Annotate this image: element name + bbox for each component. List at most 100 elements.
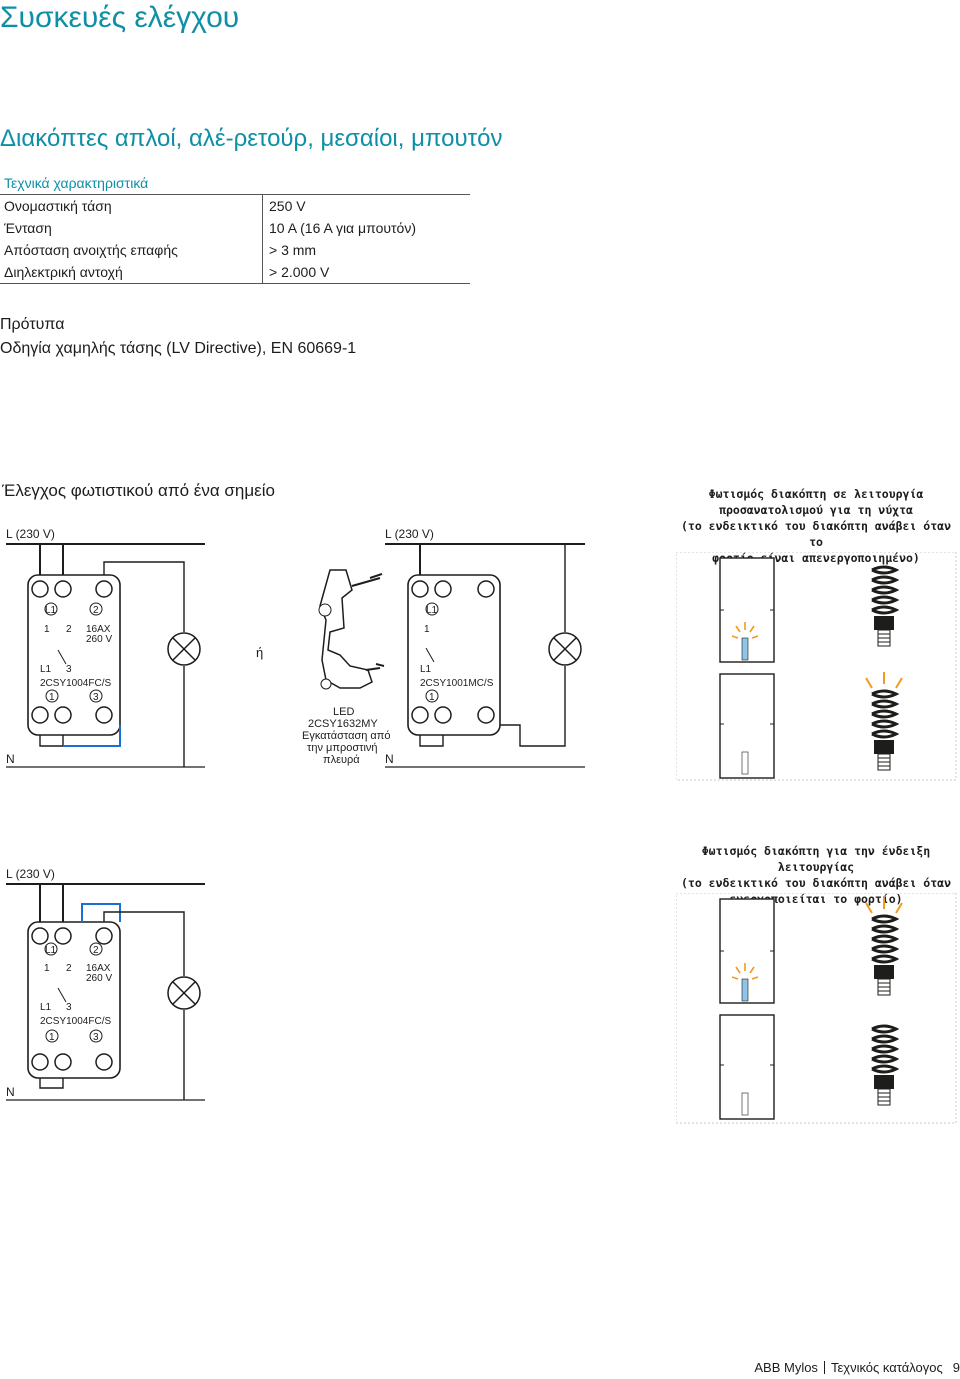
- night-mode-heading: Φωτισμός διακόπτη σε λειτουργία προσανατ…: [676, 486, 956, 566]
- section-title: Διακόπτες απλοί, αλέ-ρετούρ, μεσαίοι, μπ…: [0, 125, 503, 152]
- wire-blue: [63, 725, 121, 747]
- supply-label: L (230 V): [6, 527, 55, 541]
- terminal-label: L1: [45, 605, 57, 616]
- spec-label: Απόσταση ανοιχτής επαφής: [4, 242, 178, 258]
- heading-line: προσανατολισμού για τη νύχτα: [719, 503, 913, 517]
- standards-label: Πρότυπα: [0, 316, 65, 333]
- page-title: Συσκευές ελέγχου: [0, 1, 240, 34]
- wire-bridge: [419, 735, 444, 747]
- wiring-diagram-2: L (230 V) N L1 2 1 2 16AX 260 V L1 3 2CS…: [6, 867, 205, 1101]
- glow-rays: [731, 622, 759, 639]
- heading-line: Φωτισμός διακόπτη για την ένδειξη λειτου…: [701, 844, 931, 874]
- specs-header-row: Τεχνικά χαρακτηριστικά: [0, 172, 470, 195]
- spec-value: 250 V: [262, 194, 470, 217]
- terminal-label: 2: [66, 963, 72, 974]
- spec-label: Ένταση: [4, 220, 52, 236]
- wire-bridge: [39, 1078, 64, 1089]
- wire-load: [103, 561, 185, 632]
- lamp-symbol: [167, 976, 201, 1010]
- terminal-label: L1: [40, 1002, 52, 1013]
- indication-mode-illustration: [676, 893, 957, 1124]
- terminal-label: 3: [66, 664, 72, 675]
- led-note: την μπροστινή: [307, 742, 378, 754]
- terminal-label: 2: [66, 624, 72, 635]
- neutral-label: N: [385, 752, 394, 766]
- rating-label: 16AX: [86, 624, 111, 635]
- page-footer: ABB Mylos Τεχνικός κατάλογος 9: [754, 1360, 960, 1375]
- glow-rays: [731, 963, 759, 980]
- terminal-label: 1: [429, 692, 435, 703]
- rating-label: 16AX: [86, 963, 111, 974]
- or-label: ή: [256, 645, 263, 660]
- terminal-label: 3: [66, 1002, 72, 1013]
- footer-brand: ABB Mylos: [754, 1360, 818, 1375]
- switch-plate-led-off: [719, 673, 775, 779]
- technical-specs-table: Τεχνικά χαρακτηριστικά Ονομαστική τάση 2…: [0, 172, 470, 284]
- led-indicator: [741, 637, 749, 661]
- spec-label: Διηλεκτρική αντοχή: [0, 261, 263, 284]
- neutral-label: N: [6, 1085, 15, 1099]
- led-module: LED 2CSY1632MY Εγκατάσταση από την μπροσ…: [302, 569, 390, 766]
- spec-value: 10 A (16 A για μπουτόν): [262, 217, 470, 239]
- table-row: Απόσταση ανοιχτής επαφής > 3 mm: [0, 239, 470, 261]
- led-indicator: [741, 978, 749, 1002]
- wiring-diagram-1: L (230 V) L (230 V) N N L1 2 1 2 16AX 26…: [6, 527, 585, 768]
- wire-load: [103, 911, 185, 976]
- cfl-bulb-on: [865, 672, 903, 771]
- switch-plate-led-on: [719, 898, 775, 1004]
- switch-plate-led-on: [719, 557, 775, 663]
- standards-text: Οδηγία χαμηλής τάσης (LV Directive), EN …: [0, 340, 357, 357]
- terminal-label: 3: [93, 692, 99, 703]
- spec-value: > 3 mm: [262, 239, 470, 261]
- switch-plate-led-off: [719, 1014, 775, 1120]
- voltage-label: 260 V: [86, 634, 112, 645]
- terminal-label: 1: [49, 1032, 55, 1043]
- heading-line: (το ενδεικτικό του διακόπτη ανάβει όταν: [680, 876, 952, 890]
- indication-mode-heading: Φωτισμός διακόπτη για την ένδειξη λειτου…: [676, 843, 956, 907]
- switch-2csy1004fcs: L1 2 1 2 16AX 260 V L1 3 2CSY1004FC/S 1 …: [27, 574, 121, 736]
- spec-value: > 2.000 V: [262, 261, 470, 284]
- terminal-label: L1: [45, 945, 57, 956]
- lamp-symbol: [548, 632, 582, 666]
- page-number: 9: [952, 1360, 960, 1375]
- diagram-title: Έλεγχος φωτιστικού από ένα σημείο: [2, 481, 275, 500]
- led-note: πλευρά: [323, 754, 360, 766]
- table-row: Ονομαστική τάση 250 V: [0, 194, 470, 217]
- wire-bridge: [39, 735, 64, 747]
- night-mode-illustration: [676, 552, 957, 781]
- terminal-label: 3: [93, 1032, 99, 1043]
- led-code: 2CSY1632MY: [308, 718, 378, 730]
- terminal-label: 2: [93, 945, 99, 956]
- terminal-label: 2: [93, 605, 99, 616]
- heading-line: Φωτισμός διακόπτη σε λειτουργία: [708, 487, 924, 501]
- cfl-bulb-off: [871, 1024, 900, 1106]
- specs-header: Τεχνικά χαρακτηριστικά: [0, 172, 470, 195]
- footer-catalog: Τεχνικός κατάλογος: [830, 1360, 943, 1375]
- led-note: Εγκατάσταση από: [302, 730, 390, 742]
- switch-2csy1001mcs: L1 1 L1 2CSY1001MC/S 1: [407, 574, 501, 736]
- terminal-label: L1: [40, 664, 52, 675]
- cfl-bulb-off: [871, 565, 900, 647]
- table-row: Ένταση 10 A (16 A για μπουτόν): [0, 217, 470, 239]
- voltage-label: 260 V: [86, 973, 112, 984]
- terminal-label: 1: [424, 624, 430, 635]
- lamp-symbol: [167, 632, 201, 666]
- terminal-label: 1: [44, 624, 50, 635]
- product-code: 2CSY1004FC/S: [40, 678, 111, 689]
- wire-load: [500, 666, 566, 747]
- product-code: 2CSY1004FC/S: [40, 1016, 111, 1027]
- heading-line: (το ενδεικτικό του διακόπτη ανάβει όταν …: [680, 519, 952, 549]
- cfl-bulb-on: [865, 897, 903, 996]
- neutral-label: N: [6, 752, 15, 766]
- terminal-label: 1: [44, 963, 50, 974]
- spec-label: Ονομαστική τάση: [4, 198, 112, 214]
- footer-separator: [823, 1361, 825, 1374]
- led-label: LED: [333, 706, 354, 718]
- switch-2csy1004fcs: L1 2 1 2 16AX 260 V L1 3 2CSY1004FC/S 1 …: [27, 921, 121, 1079]
- supply-label: L (230 V): [385, 527, 434, 541]
- supply-label: L (230 V): [6, 867, 55, 881]
- terminal-label: L1: [426, 605, 438, 616]
- terminal-label: 1: [49, 692, 55, 703]
- table-row: Διηλεκτρική αντοχή > 2.000 V: [0, 261, 470, 284]
- wire-blue: [81, 903, 121, 922]
